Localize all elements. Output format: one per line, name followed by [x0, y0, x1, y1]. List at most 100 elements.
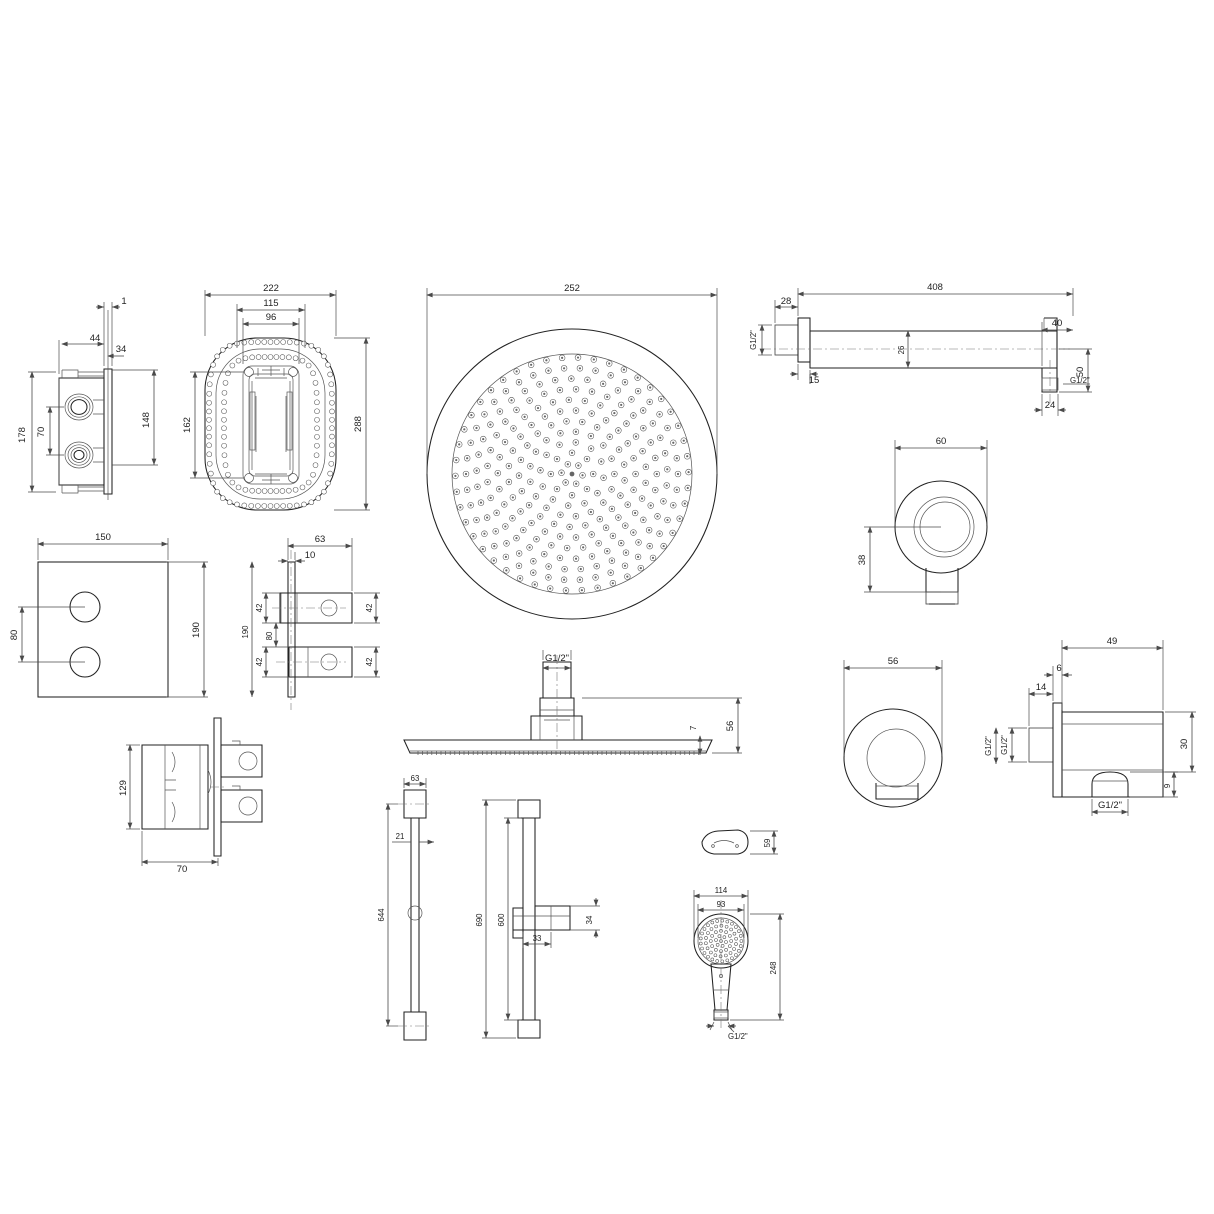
cartridge-port-upper-bore	[238, 751, 258, 771]
rail-long-bracket-bottom	[517, 1019, 541, 1039]
nozzle	[704, 941, 708, 946]
nozzle	[530, 521, 533, 525]
outlet-section-body	[1061, 711, 1164, 798]
nozzle	[734, 942, 738, 946]
plate-detail	[257, 368, 285, 376]
nozzle	[325, 362, 331, 368]
dim-label-g12-arm-outlet: G1/2"	[1070, 376, 1090, 385]
nozzle	[476, 485, 479, 488]
nozzle	[314, 408, 320, 414]
nozzle	[483, 413, 486, 416]
nozzle	[315, 495, 322, 501]
nozzle	[625, 422, 628, 425]
plate-corner-screw-bl	[244, 473, 254, 483]
nozzle	[280, 339, 286, 345]
dim-label-6: 6	[1056, 663, 1061, 674]
view-shower-arm: 408 28 G1/2" 15 40 26 50 G1/2"	[749, 282, 1092, 416]
nozzle	[221, 452, 228, 458]
nozzle	[221, 417, 227, 423]
nozzle	[734, 936, 738, 941]
nozzle	[305, 479, 312, 486]
nozzle	[730, 956, 734, 960]
nozzle	[649, 441, 652, 444]
nozzle	[519, 435, 522, 438]
plate-corner-screw-br	[288, 473, 298, 483]
dim-label-33: 33	[533, 934, 542, 943]
nozzle	[486, 516, 489, 519]
nozzle	[714, 938, 718, 942]
nozzle	[698, 941, 703, 946]
nozzle	[606, 550, 609, 553]
nozzle	[553, 522, 556, 525]
nozzle	[686, 455, 689, 458]
nozzle	[515, 408, 518, 412]
plate-corner-screw-tr	[288, 367, 298, 377]
nozzle	[672, 441, 675, 444]
nozzle	[634, 472, 637, 476]
nozzle	[520, 490, 523, 493]
dim-label-56b: 56	[888, 656, 899, 667]
nozzle	[564, 481, 567, 484]
nozzle	[273, 488, 280, 494]
nozzle	[536, 432, 539, 435]
nozzle	[558, 443, 561, 446]
dim-label-63b: 63	[411, 774, 420, 783]
nozzle	[463, 428, 466, 431]
dim-label-g12-head: G1/2"	[545, 653, 569, 664]
nozzle	[483, 532, 486, 535]
nozzle	[610, 457, 613, 460]
dim-label-42c: 42	[365, 604, 374, 613]
nozzle	[714, 948, 718, 952]
nozzle	[221, 442, 227, 449]
nozzle	[503, 503, 506, 506]
nozzle	[730, 922, 734, 926]
nozzle	[648, 544, 651, 548]
nozzle	[325, 480, 331, 486]
outlet-section-flange	[1052, 702, 1063, 798]
view-hand-shower: 114 93 248 G1/2"	[693, 886, 784, 1041]
nozzle	[292, 486, 299, 493]
nozzle	[495, 511, 498, 514]
trim-side-arm-lower	[288, 646, 353, 678]
nozzle	[624, 551, 628, 554]
nozzle	[222, 380, 229, 386]
nozzle	[608, 435, 611, 438]
nozzle	[702, 927, 707, 931]
nozzle	[522, 528, 525, 532]
nozzle	[539, 515, 542, 518]
nozzle	[235, 484, 242, 491]
nozzle	[644, 481, 647, 484]
nozzle	[313, 390, 320, 396]
rain-head-nozzle-field	[452, 354, 692, 594]
nozzle	[328, 381, 335, 388]
nozzle	[518, 552, 521, 555]
nozzle	[609, 571, 612, 574]
nozzle	[314, 434, 320, 440]
nozzle	[459, 506, 462, 509]
nozzle	[214, 353, 220, 360]
nozzle	[682, 439, 685, 442]
nozzle	[710, 957, 715, 962]
nozzle	[475, 469, 478, 472]
nozzle	[632, 457, 635, 460]
nozzle	[261, 488, 268, 494]
nozzle	[550, 544, 553, 547]
nozzle	[709, 950, 713, 955]
nozzle	[642, 427, 645, 430]
nozzle	[242, 486, 249, 493]
nozzle	[698, 936, 703, 941]
nozzle	[658, 413, 661, 416]
nozzle	[715, 919, 719, 923]
dim-label-644: 644	[377, 908, 386, 922]
plate-inner-outline	[215, 348, 326, 500]
nozzle	[286, 354, 292, 361]
nozzle	[617, 516, 620, 519]
handset-thread	[713, 1011, 729, 1019]
nozzle	[563, 568, 566, 571]
nozzle	[574, 409, 578, 412]
nozzle	[299, 357, 306, 364]
nozzle	[738, 934, 743, 938]
nozzle	[502, 378, 505, 381]
nozzle	[329, 408, 335, 415]
